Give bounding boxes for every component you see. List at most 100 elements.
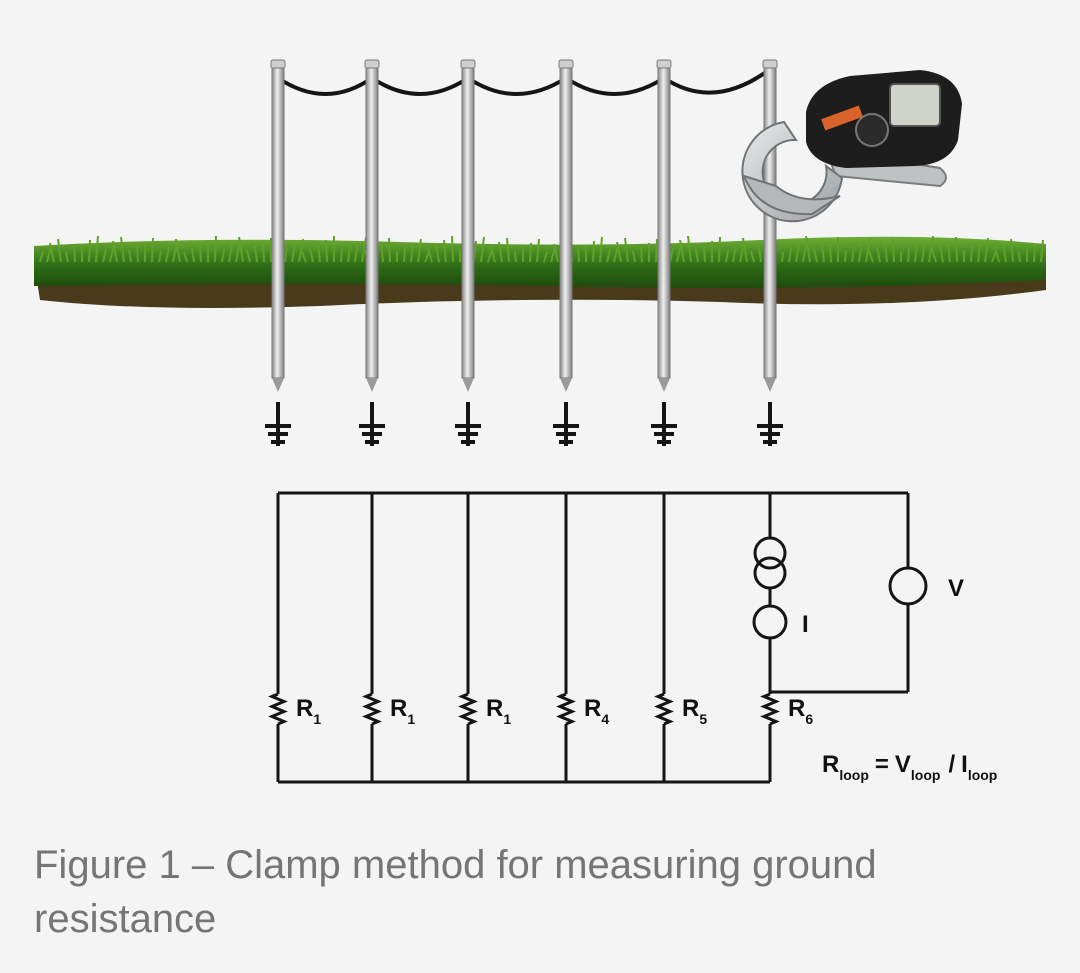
resistor-label-sub: 6	[805, 711, 813, 727]
grass-blade	[813, 248, 818, 263]
grass-blade	[884, 242, 888, 263]
overhead-wire	[276, 70, 768, 96]
rod-tip	[366, 378, 378, 392]
grass-blade	[191, 247, 195, 263]
grass-blade	[424, 251, 430, 263]
grass-blade	[347, 244, 351, 263]
grass-blade	[599, 236, 603, 263]
grass-blade	[781, 251, 784, 263]
ground-rod	[271, 61, 285, 379]
grass-blade	[994, 246, 1000, 263]
grass-blade	[46, 246, 52, 263]
grass-blade	[907, 247, 910, 263]
resistor-label: R1	[296, 695, 321, 727]
grass-blade	[262, 241, 265, 263]
grass-blade	[829, 240, 832, 263]
grass-blade	[284, 246, 288, 263]
grass-blade	[536, 238, 540, 263]
grass-blade	[175, 238, 181, 263]
rod-tip	[462, 378, 474, 392]
resistor-label-sub: 1	[503, 711, 511, 727]
grass-blade	[858, 241, 863, 263]
grass-blade	[750, 250, 755, 263]
grass-blade	[49, 242, 55, 263]
grass-blade	[246, 249, 251, 263]
grass-blade	[821, 244, 825, 263]
rod-cap	[656, 59, 672, 69]
grass-blade	[970, 245, 973, 263]
resistor-symbol	[362, 692, 382, 726]
grass-blade	[487, 249, 493, 263]
grass-blade	[388, 237, 391, 263]
grass-blade	[553, 243, 559, 263]
ground-rod	[461, 61, 475, 379]
grass-blade	[865, 237, 871, 263]
resistor-branch	[654, 493, 674, 782]
resistor-label-base: R	[296, 695, 313, 722]
grass-blade	[228, 244, 233, 263]
grass-blade	[480, 236, 485, 263]
resistor-symbol	[458, 692, 478, 726]
grass-blade	[120, 236, 125, 263]
clamp-meter	[741, 70, 962, 223]
grass-blade	[868, 250, 874, 263]
grass-blade	[88, 239, 91, 263]
grass-blade	[543, 251, 548, 263]
grass-blade	[687, 235, 692, 263]
grass-blade	[380, 241, 384, 263]
grass-blade	[655, 238, 658, 263]
grass-blade	[616, 241, 622, 263]
meter-display	[889, 83, 941, 127]
ground-symbols	[265, 402, 783, 446]
meter-dial	[855, 113, 889, 147]
voltage-label: V	[948, 575, 964, 602]
resistor-label: R4	[584, 695, 609, 727]
rod-tip	[658, 378, 670, 392]
resistor-label: R6	[788, 695, 813, 727]
grass-blade	[725, 249, 729, 263]
grass-blade	[298, 238, 304, 263]
current-source-lower	[753, 556, 787, 590]
grass-blade	[136, 245, 139, 263]
resistor-symbol	[654, 692, 674, 726]
grass-blade	[977, 241, 981, 263]
grass-blade	[498, 241, 503, 263]
current-label: I	[802, 611, 809, 638]
grass-blade	[1010, 238, 1014, 263]
grass-blade	[165, 246, 170, 263]
ground-rod	[559, 61, 573, 379]
resistor-label-base: R	[682, 695, 699, 722]
grass-blade	[718, 236, 721, 263]
rod-cap	[762, 59, 778, 69]
grass-blade	[435, 243, 440, 263]
grass-blade	[151, 237, 154, 263]
grass-blade	[1002, 242, 1007, 263]
rod-tip	[560, 378, 572, 392]
figure-caption: Figure 1 – Clamp method for measuring gr…	[34, 843, 877, 941]
grass-blade	[955, 236, 958, 263]
grass-blade	[695, 248, 699, 263]
resistor-label-base: R	[788, 695, 805, 722]
rod-cap	[460, 59, 476, 69]
grass-blade	[301, 251, 307, 263]
resistor-symbol	[760, 692, 780, 726]
resistor-branch	[458, 493, 478, 782]
ground-strip	[34, 235, 1046, 308]
grass-blade	[795, 243, 800, 263]
grass-blade	[1018, 251, 1021, 263]
grass-blade	[640, 246, 643, 263]
grass-blade	[65, 251, 69, 263]
grass-blade	[112, 240, 118, 263]
grass-blade	[291, 242, 296, 263]
resistor-label-sub: 5	[699, 711, 707, 727]
grass-blade	[73, 247, 76, 263]
resistor-branch	[362, 493, 382, 782]
grass-blade	[361, 236, 367, 263]
grass-blade	[95, 235, 99, 263]
grass-blade	[443, 239, 447, 263]
grass-blade	[309, 247, 314, 263]
meter-label-strip	[821, 105, 863, 131]
grass-blade	[758, 246, 762, 263]
resistor-label: R5	[682, 695, 707, 727]
